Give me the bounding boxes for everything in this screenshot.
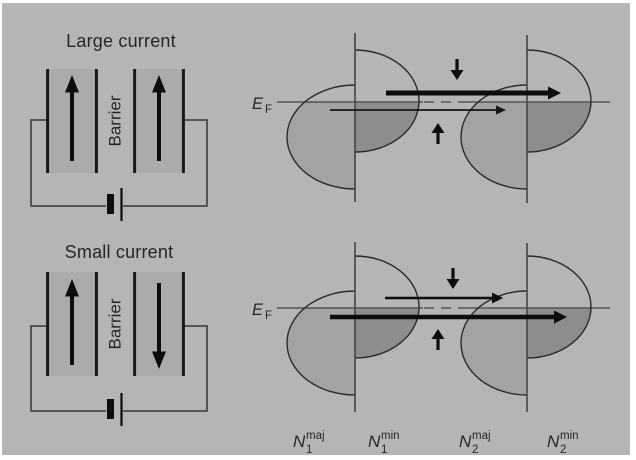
spin-down-icon — [450, 59, 464, 80]
majority-band-fill-e2 — [461, 308, 527, 395]
minority-band-curve-e2 — [526, 49, 592, 153]
majority-band-curve-e2 — [460, 84, 528, 190]
electrode-left — [46, 69, 98, 173]
minority-band-curve-e2 — [526, 255, 592, 359]
fermi-level-label: E F — [252, 301, 272, 322]
dos-axis-label-n2maj: N maj 2 — [459, 426, 495, 456]
electrode-right — [133, 69, 185, 173]
electrode-left — [46, 272, 98, 376]
dos-diagram-parallel: E F — [252, 33, 610, 203]
dos-axis-label-n1maj: N maj 1 — [293, 426, 329, 456]
minority-band-curve-e1 — [354, 49, 420, 153]
tunneling-arrow-up-channel-small — [330, 105, 506, 115]
barrier-label: Barrier — [105, 298, 124, 349]
circuit-antiparallel: Small current Barrier — [30, 242, 208, 426]
electrode-right — [133, 272, 185, 376]
minority-band-curve-e1 — [354, 255, 420, 359]
panel-title-small-current: Small current — [65, 242, 174, 262]
spin-up-icon — [431, 329, 445, 350]
tunneling-arrow-up-channel-thick — [330, 310, 567, 324]
battery-icon — [107, 393, 123, 426]
dos-diagram-antiparallel: E F — [252, 242, 610, 412]
minority-band-fill-e1 — [355, 308, 419, 358]
tunneling-arrow-down-channel-medium — [385, 292, 503, 304]
panel-title-large-current: Large current — [66, 31, 176, 51]
spin-down-icon — [446, 268, 460, 289]
dos-axis-label-n1min: N min 1 — [368, 426, 404, 456]
wire-right — [123, 325, 208, 412]
wire-left — [30, 325, 106, 412]
minority-band-fill-e1 — [355, 102, 419, 152]
circuit-parallel: Large current Barrier — [30, 31, 208, 221]
majority-band-fill-e1 — [287, 102, 355, 189]
magnetization-up-icon — [65, 75, 79, 161]
magnetization-down-icon — [152, 283, 166, 369]
minority-band-fill-e2 — [527, 102, 591, 152]
dos-axis-label-n2min: N min 2 — [547, 426, 583, 456]
fermi-level-label: E F — [252, 95, 272, 116]
tunneling-arrow-down-channel-large — [386, 86, 561, 100]
minority-band-fill-e2 — [527, 308, 591, 358]
spin-up-icon — [431, 123, 445, 144]
majority-band-fill-e2 — [461, 102, 527, 189]
majority-band-fill-e1 — [287, 308, 355, 395]
barrier-label: Barrier — [105, 95, 124, 146]
dos-axis-labels: N maj 1 N min 1 N maj 2 N min 2 — [293, 426, 583, 456]
majority-band-curve-e1 — [286, 84, 356, 190]
majority-band-curve-e1 — [286, 290, 356, 396]
wire-right — [123, 119, 208, 207]
magnetization-up-icon — [65, 279, 79, 365]
wire-left — [30, 119, 106, 207]
magnetization-up-icon — [152, 75, 166, 161]
battery-icon — [107, 188, 123, 221]
